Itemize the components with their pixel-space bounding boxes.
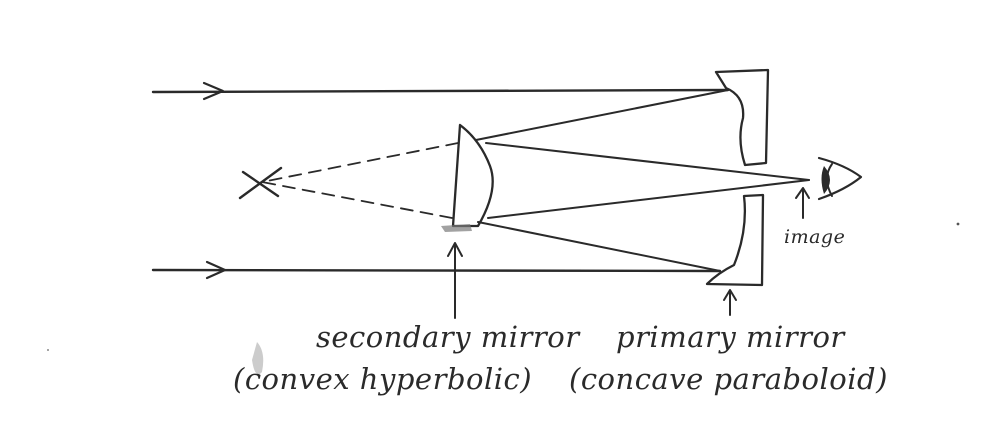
primary-pointer-arrow [723,289,737,316]
ink-smudge [252,342,264,375]
primary-mirror-label: primary mirror [616,320,845,354]
virtual-focus-cross [238,166,283,200]
image-pointer-arrow [795,187,810,219]
incoming-ray-top [151,81,730,101]
eye-icon [817,156,863,201]
virtual-rays [261,142,459,219]
secondary-mirror-label: secondary mirror [316,320,580,354]
secondary-pointer-arrow [447,242,463,319]
ink-dot [47,349,49,351]
reflected-rays [475,89,810,272]
primary-mirror [705,68,770,287]
incoming-ray-bottom [151,260,722,280]
image-label: image [784,226,846,248]
primary-mirror-type-label: (concave paraboloid) [569,362,888,396]
ink-dot [956,222,960,226]
secondary-mirror [441,123,494,232]
secondary-mirror-type-label: (convex hyperbolic) [233,362,533,396]
